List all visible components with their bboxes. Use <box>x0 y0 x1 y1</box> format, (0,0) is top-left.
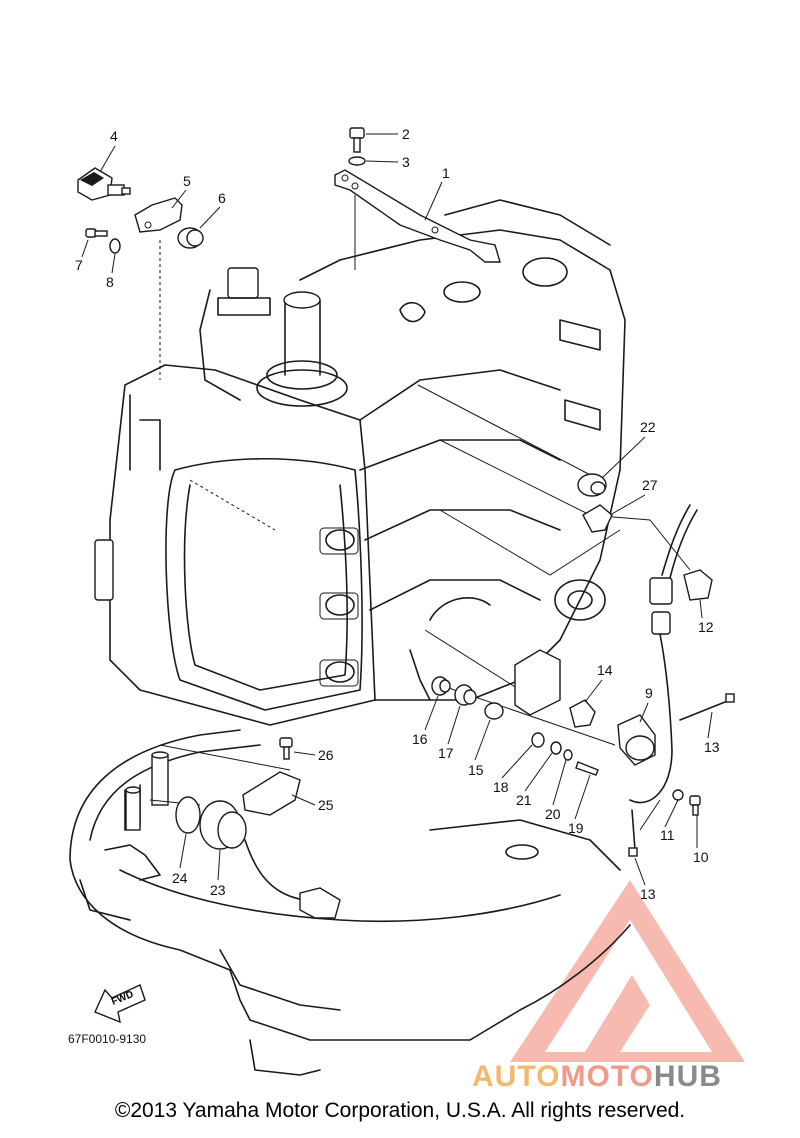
sensor-icon <box>617 714 656 766</box>
part-label: 10 <box>693 849 709 865</box>
part-label: 23 <box>210 882 226 898</box>
part-label: 8 <box>106 274 114 290</box>
cable-tie-icon <box>628 693 735 857</box>
screw-icon <box>575 761 599 776</box>
watermark-logo-icon <box>510 880 745 1062</box>
washer-icon <box>550 741 562 755</box>
part-label: 16 <box>412 731 428 747</box>
bracket-part <box>242 771 301 816</box>
connector-icon <box>569 699 596 728</box>
part-label: 6 <box>218 190 226 206</box>
washer-icon <box>672 789 684 801</box>
part-label: 24 <box>172 870 188 886</box>
bolt-icon <box>689 795 701 816</box>
sensor-icon <box>77 167 131 201</box>
part-label: 27 <box>642 477 658 493</box>
part-label: 15 <box>468 762 484 778</box>
watermark-brand-text: AUTOMOTOHUB <box>472 1060 722 1093</box>
o-ring-icon <box>175 796 201 834</box>
grommet-icon <box>454 684 477 706</box>
part-label: 26 <box>318 747 334 763</box>
washer-icon <box>348 156 366 166</box>
part-label: 9 <box>645 685 653 701</box>
switch-icon <box>577 473 607 497</box>
part-callouts: 1 2 3 4 5 6 7 8 9 10 11 12 13 13 14 15 1… <box>75 126 720 902</box>
part-label: 3 <box>402 154 410 170</box>
washer-icon <box>563 749 573 761</box>
part-label: 5 <box>183 173 191 189</box>
part-label: 14 <box>597 662 613 678</box>
bottom-cowling <box>69 729 631 1076</box>
part-label: 13 <box>640 886 656 902</box>
part-label: 7 <box>75 257 83 273</box>
part-label: 11 <box>660 827 675 843</box>
grommet-cable <box>199 800 341 919</box>
bolt-icon <box>85 228 108 238</box>
plug-icon <box>431 676 451 696</box>
drawing-code: 67F0010-9130 <box>68 1032 146 1046</box>
part-label: 13 <box>704 739 720 755</box>
clip-icon <box>582 504 613 533</box>
clamp-icon <box>134 197 183 233</box>
copyright-notice: ©2013 Yamaha Motor Corporation, U.S.A. A… <box>114 1099 686 1122</box>
part-label: 4 <box>110 128 118 144</box>
bolt-icon <box>349 127 365 153</box>
washer-icon <box>109 238 121 254</box>
part-label: 25 <box>318 797 334 813</box>
part-label: 2 <box>402 126 410 142</box>
part-label: 1 <box>442 165 450 181</box>
bolt-icon <box>279 737 293 760</box>
grommet-icon <box>177 227 204 249</box>
engine-block <box>94 199 626 726</box>
part-label: 22 <box>640 419 656 435</box>
washer-icon <box>531 732 545 748</box>
bracket-part <box>334 169 501 263</box>
wire-harness <box>629 504 713 804</box>
part-label: 21 <box>516 792 532 808</box>
part-label: 20 <box>545 806 561 822</box>
part-label: 12 <box>698 619 714 635</box>
part-label: 17 <box>438 745 454 761</box>
o-ring-icon <box>484 702 504 720</box>
fwd-arrow-icon <box>94 984 146 1024</box>
part-label: 18 <box>493 779 509 795</box>
part-label: 19 <box>568 820 584 836</box>
